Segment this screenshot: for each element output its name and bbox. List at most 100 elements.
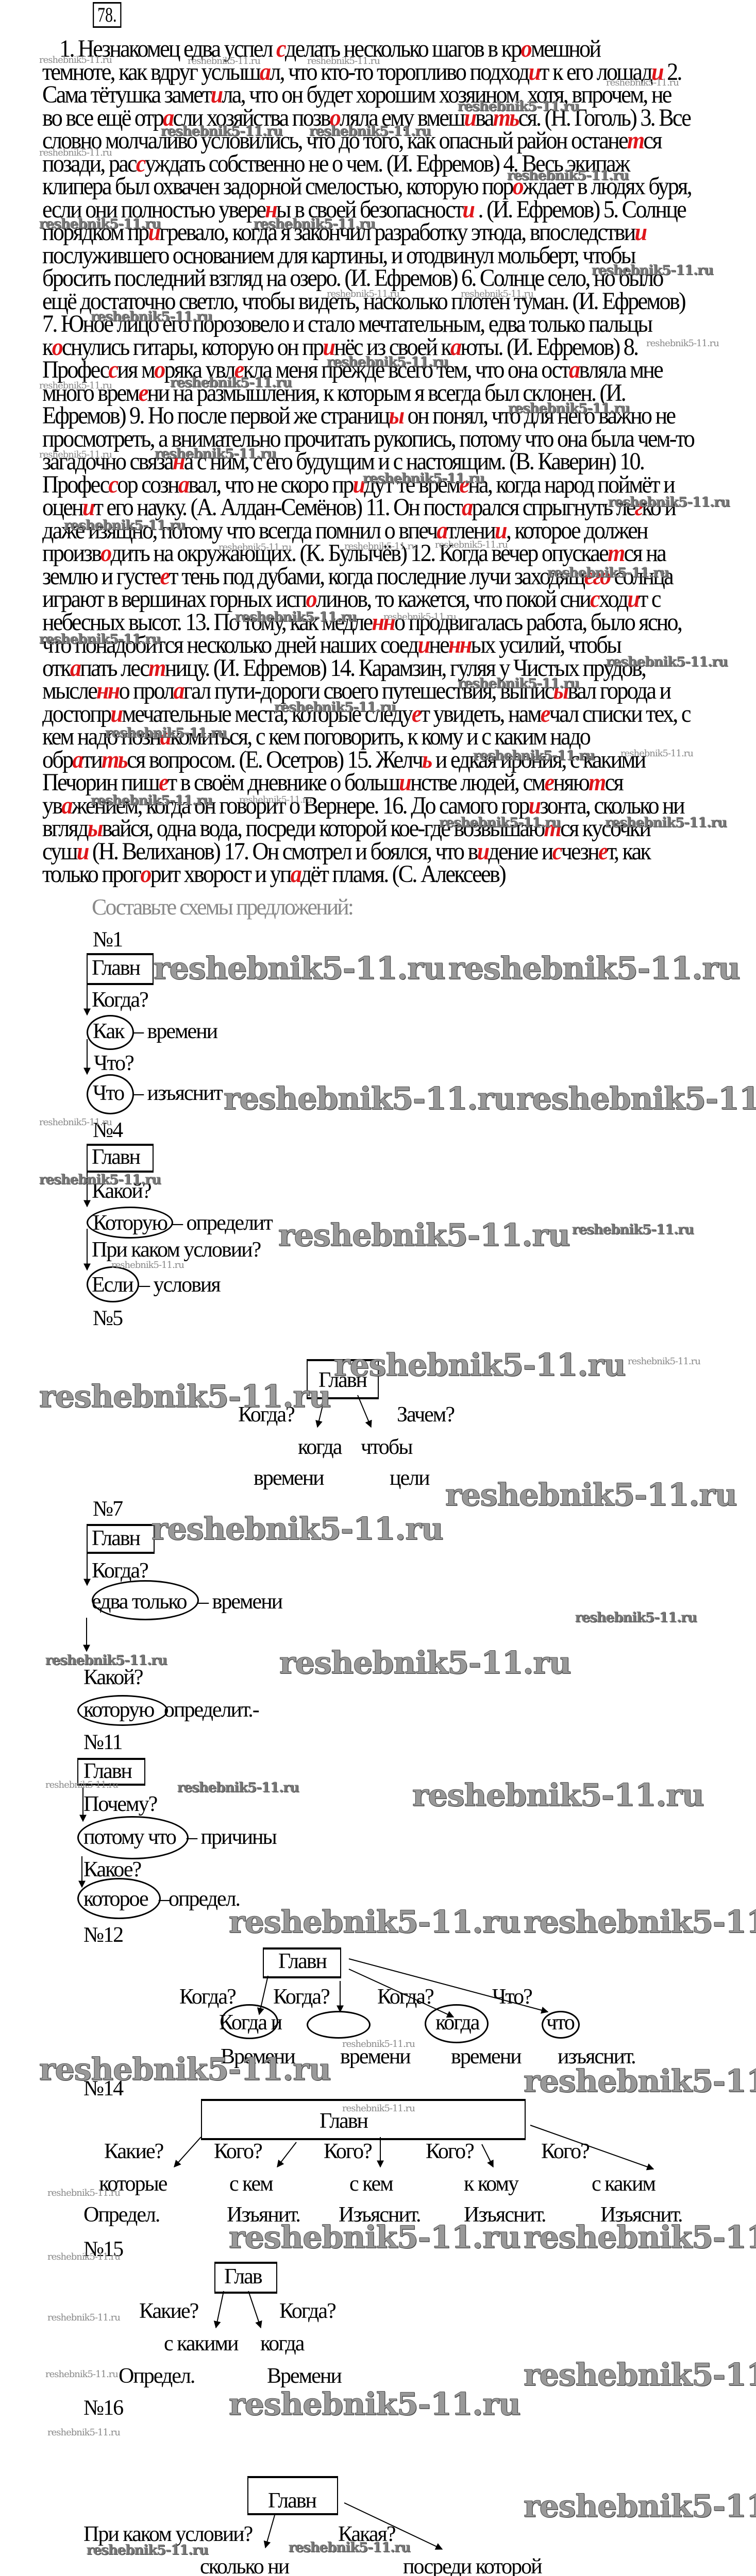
main-clause-label: Главн bbox=[83, 1759, 132, 1783]
text-segment: просмотреть, а внимательно прочитать рук… bbox=[42, 425, 695, 452]
clause-role: времени bbox=[340, 2045, 411, 2069]
highlighted-letter: и bbox=[82, 494, 95, 521]
clause-role: Определ. bbox=[119, 2364, 195, 2388]
text-segment: позади, рас bbox=[42, 149, 138, 177]
watermark: reshebnik5-11.ru bbox=[39, 380, 112, 391]
scheme-label: №15 bbox=[83, 2238, 124, 2261]
highlighted-letter: е bbox=[138, 379, 149, 406]
text-line: уважением, когда он говорит о Вернере. 1… bbox=[42, 791, 685, 819]
highlighted-letter: о bbox=[140, 860, 152, 888]
watermark: reshebnik5-11.ru bbox=[507, 168, 629, 183]
text-segment: на, когда народ поймёт и bbox=[468, 470, 676, 498]
text-line: что понадобится несколько дней наших сое… bbox=[42, 631, 622, 658]
clause-role: цели bbox=[390, 1466, 430, 1490]
subordinate-word: с кем bbox=[349, 2172, 394, 2196]
highlighted-letter: и bbox=[462, 195, 475, 223]
highlighted-letter: ы bbox=[87, 815, 104, 842]
text-segment: Ефремов) 9. Но после первой же страниц bbox=[42, 402, 390, 429]
scheme-label: №7 bbox=[93, 1497, 123, 1521]
highlighted-letter: с bbox=[276, 35, 287, 62]
watermark: reshebnik5-11.ru bbox=[39, 147, 112, 158]
watermark: reshebnik5-11.ru bbox=[445, 1477, 738, 1514]
conjunction: Которую bbox=[93, 1211, 168, 1235]
highlighted-letter: ть bbox=[493, 104, 520, 131]
text-segment: т увидеть, нам bbox=[420, 700, 542, 727]
watermark: reshebnik5-11.ru bbox=[458, 99, 580, 114]
watermark: reshebnik5-11.ru bbox=[363, 471, 485, 486]
conjunction-oval bbox=[77, 1695, 168, 1726]
text-line: Профессор сознавал, что не скоро придут … bbox=[42, 470, 676, 498]
clause-role: времени bbox=[254, 1466, 325, 1490]
text-line: вглядывайся, одна вода, посреди которой … bbox=[42, 815, 651, 842]
conjunction: когда bbox=[435, 2011, 480, 2035]
text-segment: нёс из своей к bbox=[334, 333, 452, 361]
highlighted-letter: т bbox=[607, 539, 625, 567]
main-clause-box bbox=[214, 2262, 277, 2294]
highlighted-letter: г bbox=[634, 494, 643, 521]
text-segment: т в своём дневнике о больш bbox=[167, 769, 400, 796]
main-clause-box bbox=[201, 2099, 526, 2140]
highlighted-letter: о bbox=[520, 35, 532, 62]
highlighted-letter: ть bbox=[102, 745, 128, 773]
watermark: reshebnik5-11.ru bbox=[229, 2386, 522, 2423]
watermark: reshebnik5-11.ru bbox=[435, 539, 508, 550]
question: Какое? bbox=[83, 1858, 142, 1882]
text-segment: (Н. Велиханов) 17. Он смотрел и боялся, … bbox=[88, 837, 478, 865]
text-segment: вал, что не скоро пр bbox=[188, 470, 354, 498]
text-segment: много врем bbox=[42, 379, 140, 406]
text-line: 7. Юное лицо его порозовело и стало мечт… bbox=[42, 312, 653, 336]
highlighted-letter: нн bbox=[372, 608, 395, 636]
text-segment: ы в своей безопасност bbox=[276, 195, 464, 223]
clause-role: –определ. bbox=[159, 1887, 241, 1911]
text-segment: Профес bbox=[42, 356, 110, 383]
conjunction: которое bbox=[83, 1887, 149, 1911]
watermark: reshebnik5-11.ru bbox=[448, 951, 741, 987]
text-segment: гал пути-дороги своего путешествия, выпи… bbox=[183, 677, 555, 704]
text-line: играют в вершинах горных исполинов, то к… bbox=[42, 585, 661, 613]
text-line: позади, рассуждать собственно не о чем. … bbox=[42, 149, 630, 177]
clause-role: – причины bbox=[187, 1825, 277, 1849]
clause-role: Времени bbox=[267, 2364, 342, 2388]
watermark: reshebnik5-11.ru bbox=[39, 1117, 112, 1128]
highlighted-letter: а bbox=[72, 745, 83, 773]
highlighted-letter: и bbox=[528, 791, 542, 819]
watermark: reshebnik5-11.ru bbox=[45, 1780, 119, 1790]
watermark: reshebnik5-11.ru bbox=[344, 541, 417, 552]
watermark: reshebnik5-11.ru bbox=[524, 1904, 756, 1941]
main-clause-box bbox=[77, 1758, 145, 1786]
text-segment: ся bbox=[604, 769, 624, 796]
highlighted-letter: е bbox=[234, 356, 245, 383]
watermark: reshebnik5-11.ru bbox=[47, 2251, 121, 2262]
text-segment: ых усилий, чтобы bbox=[471, 631, 622, 658]
subordinate-word: с каким bbox=[592, 2172, 656, 2196]
watermark: reshebnik5-11.ru bbox=[229, 1904, 522, 1941]
text-segment: мечательные места, которые следу bbox=[122, 700, 413, 727]
watermark: reshebnik5-11.ru bbox=[524, 2219, 756, 2256]
watermark: reshebnik5-11.ru bbox=[461, 289, 534, 299]
scheme-label: №11 bbox=[83, 1731, 123, 1754]
text-line: темноте, как вдруг услышал, что кто-то т… bbox=[42, 59, 682, 84]
text-line: если они полностью уверены в своей безоп… bbox=[42, 195, 687, 223]
text-segment: мешной bbox=[530, 35, 601, 62]
highlighted-letter: и bbox=[627, 585, 640, 613]
conjunction-oval bbox=[542, 2011, 580, 2039]
subordinate-word: которые bbox=[99, 2172, 167, 2196]
question: При каком условии? bbox=[92, 1238, 261, 1262]
text-segment: о продвигалась работа, было ясно, bbox=[394, 608, 683, 636]
conjunction: Что bbox=[93, 1081, 125, 1105]
watermark: reshebnik5-11.ru bbox=[39, 216, 161, 232]
text-line: производить на окружающих. (К. Булычёв) … bbox=[42, 539, 667, 567]
conjunction: чтобы bbox=[361, 1435, 413, 1459]
text-line: оценит его науку. (А. Алдан-Семёнов) 11.… bbox=[42, 494, 677, 521]
text-segment: мысле bbox=[42, 677, 98, 704]
text-segment: клипера был охвачен задорной смелостью, … bbox=[42, 173, 514, 200]
text-segment: оцен bbox=[42, 494, 84, 521]
arrow bbox=[481, 2144, 494, 2168]
clause-role: определит.- bbox=[164, 1698, 260, 1722]
question: Какой? bbox=[83, 1666, 143, 1689]
watermark: reshebnik5-11.ru bbox=[278, 1217, 571, 1254]
text-line: небесных высот. 13. По тому, как медленн… bbox=[42, 608, 683, 636]
text-line: загадочно связана с ним, с его будущим и… bbox=[42, 449, 645, 474]
text-segment: достопр bbox=[42, 700, 112, 727]
text-segment: ва bbox=[475, 104, 494, 131]
